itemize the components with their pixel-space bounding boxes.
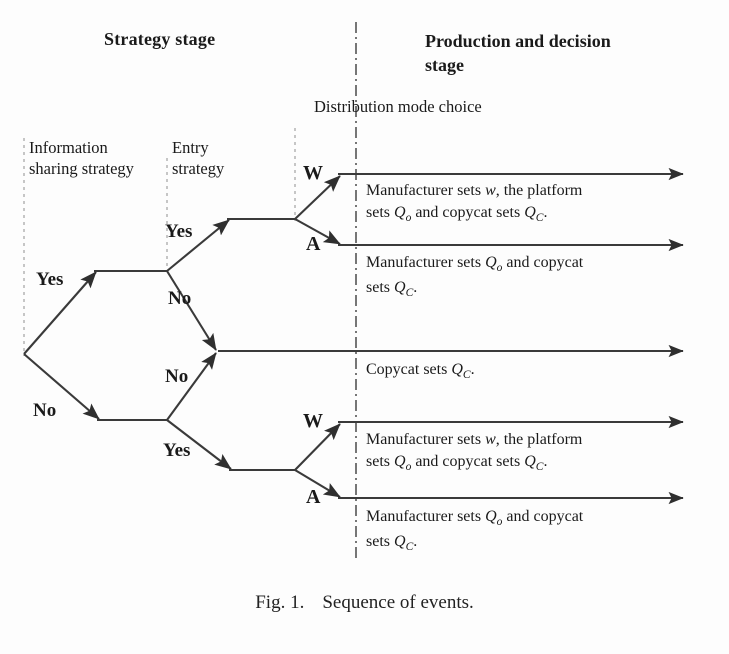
- outcome-w-upper-l2-post: .: [543, 204, 548, 222]
- outcome-text-a-lower: Manufacturer sets Qo and copycat sets QC…: [366, 506, 686, 556]
- outcome-copycat-l1-pre: Copycat sets: [366, 361, 452, 378]
- outcome-w-upper-var-Qo: Q: [394, 204, 406, 222]
- label-distribution-mode-choice: Distribution mode choice: [314, 97, 482, 116]
- outcome-w-upper-var-Qo-sub: o: [405, 212, 412, 225]
- figure-caption-text: Sequence of events.: [322, 592, 474, 613]
- outcome-w-lower-l2-pre: sets: [366, 453, 394, 471]
- outcome-w-upper-var-w: w: [485, 182, 496, 199]
- outcome-a-upper-var-Qo-sub: o: [496, 262, 503, 275]
- mode-label-a-lower: A: [306, 486, 321, 508]
- outcome-copycat-l1-post: .: [470, 361, 475, 378]
- branch-label-entry-no-upper: No: [168, 288, 192, 309]
- edge-mode-w-upper: [294, 175, 341, 220]
- outcome-w-lower-var-Qo: Q: [394, 453, 406, 471]
- outcome-w-upper-var-QC: Q: [524, 204, 536, 222]
- outcome-w-upper-l1-pre: Manufacturer sets: [366, 182, 486, 199]
- outcome-a-upper-l1-post: and copycat: [502, 254, 584, 271]
- figure-caption-label: Fig. 1.: [255, 592, 305, 613]
- edge-mode-a-upper: [294, 218, 341, 245]
- outcome-w-upper-var-QC-sub: C: [535, 212, 544, 225]
- outcome-w-lower-l1-pre: Manufacturer sets: [366, 431, 486, 448]
- branch-label-entry-yes-upper: Yes: [165, 221, 193, 242]
- edge-mode-a-lower: [294, 469, 341, 498]
- mode-label-a-upper: A: [306, 233, 321, 255]
- outcome-a-lower-var-Qo: Q: [485, 508, 497, 525]
- branch-label-entry-yes-lower: Yes: [163, 440, 191, 461]
- outcome-w-lower-l2-post: .: [543, 453, 548, 471]
- outcome-w-upper-l1-post: , the platform: [495, 182, 583, 199]
- mode-label-w-upper: W: [303, 162, 323, 184]
- outcome-w-lower-var-QC: Q: [524, 453, 536, 471]
- outcome-a-lower-l1-post: and copycat: [502, 508, 584, 525]
- outcome-a-lower-var-QC: Q: [394, 533, 406, 551]
- outcome-w-lower-var-QC-sub: C: [535, 461, 544, 474]
- edge-info-no: [23, 353, 100, 420]
- outcome-text-copycat-only: Copycat sets QC.: [366, 359, 686, 384]
- outcome-a-upper-l1-pre: Manufacturer sets: [366, 254, 486, 271]
- outcome-w-lower-l2-mid: and copycat sets: [411, 453, 525, 471]
- outcome-text-w-lower: Manufacturer sets w, the platform sets Q…: [366, 429, 686, 476]
- edge-entry-no-lower: [166, 352, 217, 421]
- column-header-information-sharing-strategy: Information sharing strategy: [29, 138, 134, 179]
- outcome-a-lower-l2-post: .: [413, 533, 418, 551]
- edge-info-yes: [23, 271, 97, 355]
- outcome-a-upper-var-QC: Q: [394, 279, 406, 297]
- outcome-a-upper-l2-post: .: [413, 279, 418, 297]
- edge-mode-w-lower: [294, 423, 341, 471]
- outcome-a-upper-var-Qo: Q: [485, 254, 497, 271]
- outcome-w-lower-l1-post: , the platform: [495, 431, 583, 448]
- outcome-w-lower-var-Qo-sub: o: [405, 461, 412, 474]
- header-strategy-stage: Strategy stage: [104, 29, 216, 49]
- mode-label-w-lower: W: [303, 410, 323, 432]
- outcome-w-lower-var-w: w: [485, 431, 496, 448]
- branch-label-info-no: No: [33, 400, 57, 421]
- outcome-a-lower-var-Qo-sub: o: [496, 516, 503, 529]
- outcome-a-lower-l1-pre: Manufacturer sets: [366, 508, 486, 525]
- outcome-copycat-var-QC: Q: [451, 361, 463, 378]
- edge-entry-yes-upper: [166, 219, 230, 272]
- figure-caption: Fig. 1. Sequence of events.: [0, 592, 729, 614]
- branch-label-entry-no-lower: No: [165, 366, 189, 387]
- header-production-decision-stage: Production and decision stage: [425, 31, 611, 76]
- outcome-w-upper-l2-mid: and copycat sets: [411, 204, 525, 222]
- outcome-a-upper-l2-pre: sets: [366, 279, 394, 297]
- edge-entry-no-upper: [166, 270, 217, 351]
- outcome-a-upper-var-QC-sub: C: [405, 287, 414, 300]
- outcome-copycat-var-QC-sub: C: [462, 369, 471, 382]
- outcome-text-w-upper: Manufacturer sets w, the platform sets Q…: [366, 180, 686, 227]
- edge-entry-yes-lower: [166, 419, 232, 470]
- outcome-w-upper-l2-pre: sets: [366, 204, 394, 222]
- outcome-text-a-upper: Manufacturer sets Qo and copycat sets QC…: [366, 252, 686, 302]
- column-header-entry-strategy: Entry strategy: [172, 138, 225, 179]
- branch-label-info-yes: Yes: [36, 269, 64, 290]
- outcome-a-lower-var-QC-sub: C: [405, 541, 414, 554]
- outcome-a-lower-l2-pre: sets: [366, 533, 394, 551]
